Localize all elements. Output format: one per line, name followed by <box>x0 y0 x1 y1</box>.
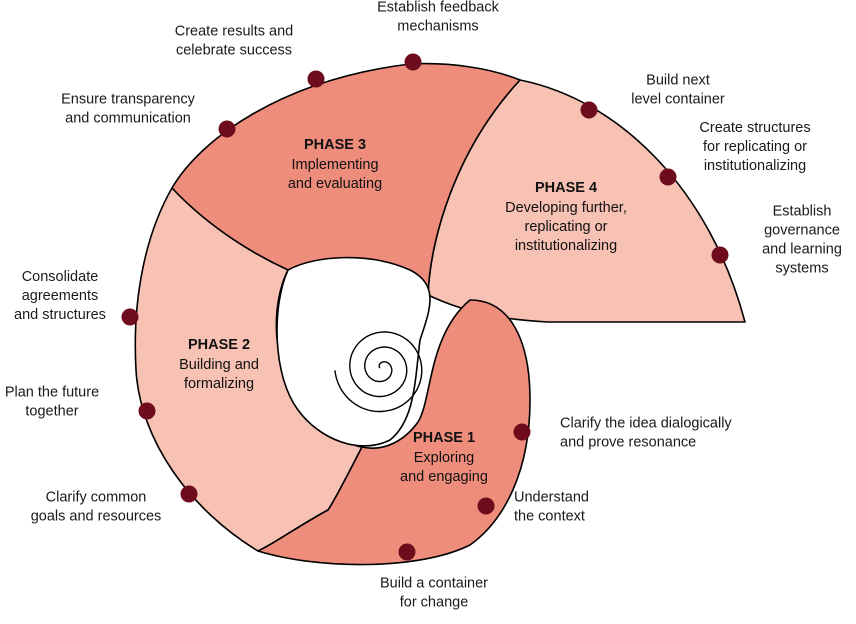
phase-2-title: PHASE 2 <box>188 337 250 353</box>
phase-4-title: PHASE 4 <box>535 180 597 196</box>
step-marker-11 <box>659 168 677 186</box>
step-marker-9 <box>404 53 422 71</box>
phase-3-title: PHASE 3 <box>304 137 366 153</box>
step-marker-7 <box>218 120 236 138</box>
step-marker-2 <box>398 543 416 561</box>
step-marker-8 <box>307 70 325 88</box>
phase-1-title: PHASE 1 <box>413 430 475 446</box>
phase-4-label: PHASE 4 Developing further,replicating or… <box>505 180 627 254</box>
step-marker-5 <box>138 402 156 420</box>
step-marker-12 <box>711 246 729 264</box>
step-marker-1 <box>477 497 495 515</box>
step-marker-6 <box>121 308 139 326</box>
phase-1-segment <box>257 299 531 566</box>
center-spiral <box>334 331 423 413</box>
step-marker-3 <box>513 423 531 441</box>
step-marker-4 <box>180 485 198 503</box>
step-markers <box>121 53 729 561</box>
step-marker-10 <box>580 101 598 119</box>
